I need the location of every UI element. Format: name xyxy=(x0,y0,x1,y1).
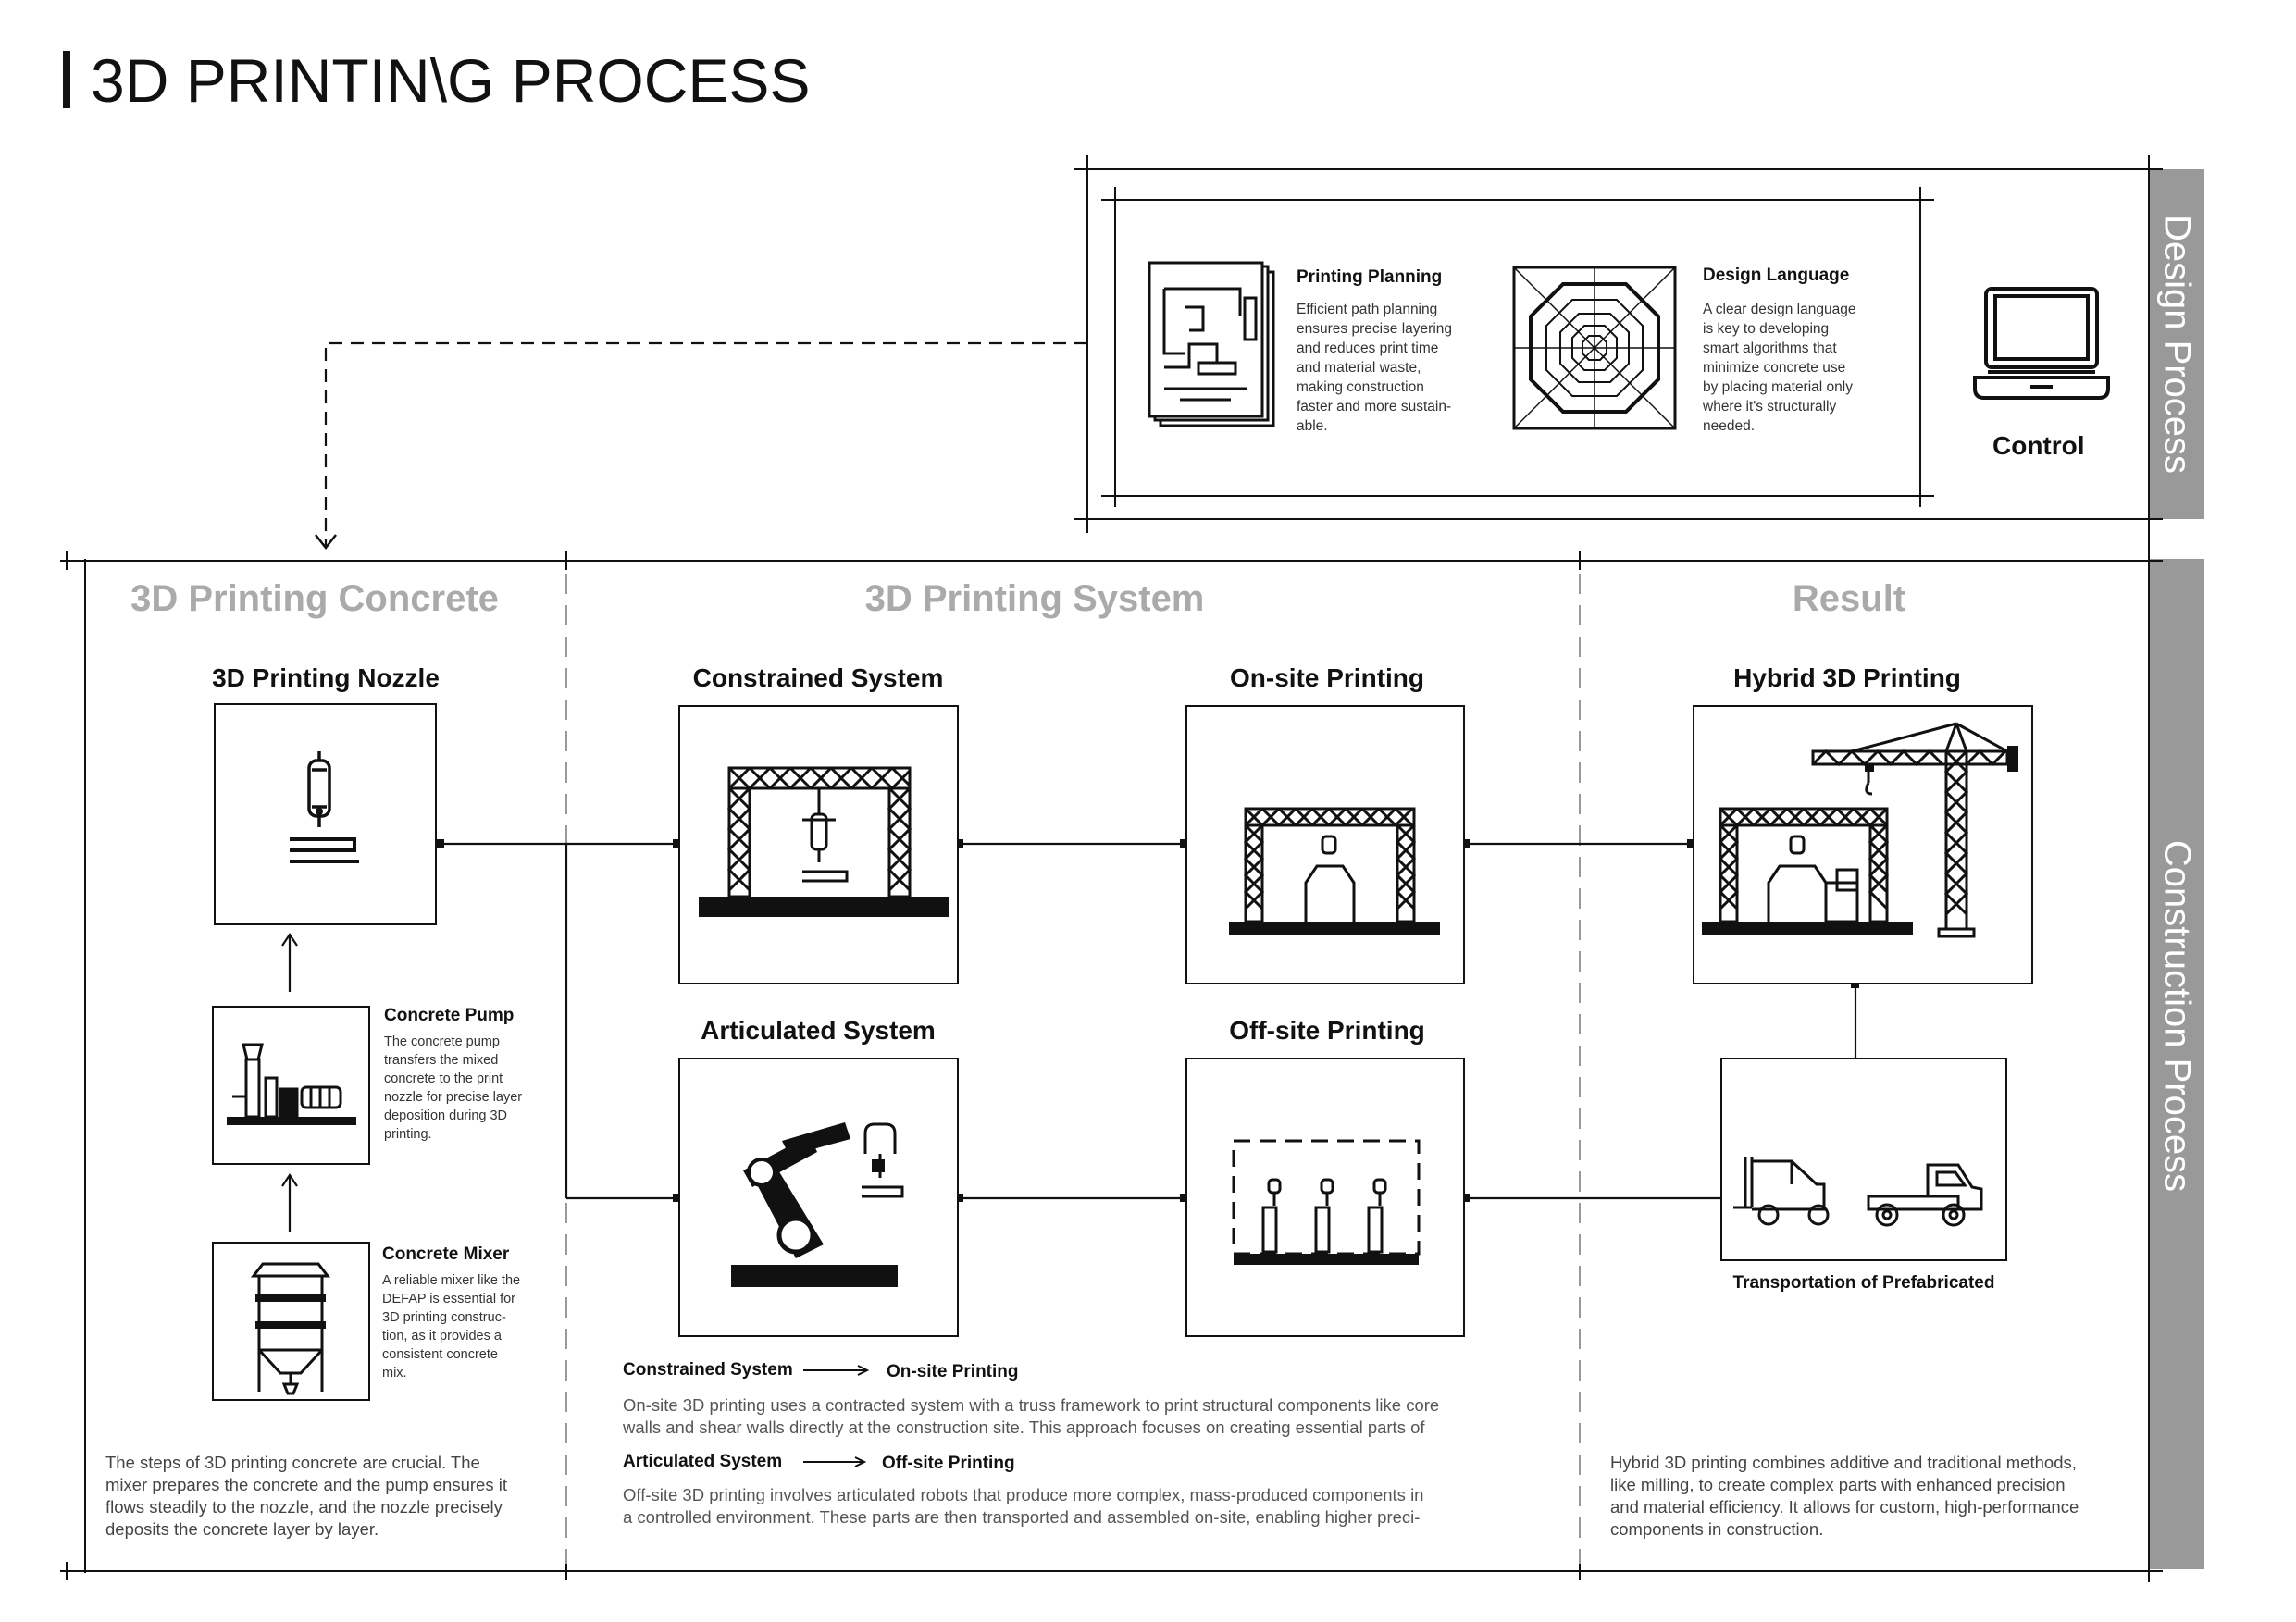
hybrid-printing-title: Hybrid 3D Printing xyxy=(1733,663,1961,692)
onsite-printing-card xyxy=(1185,705,1465,984)
title-accent-bar xyxy=(63,51,70,108)
nozzle-icon xyxy=(290,751,359,863)
robot-arm-icon xyxy=(731,1122,904,1287)
pump-card xyxy=(212,1006,370,1165)
design-process-sidebar xyxy=(2149,169,2204,519)
flow1-text: On-site 3D printing uses a contracted sy… xyxy=(623,1395,1440,1437)
section-title-system: 3D Printing System xyxy=(864,578,1205,619)
articulated-system-card xyxy=(678,1058,959,1337)
mixer-card xyxy=(212,1242,370,1401)
page-title: 3D PRINTIN\G PROCESS xyxy=(91,46,811,115)
pump-title: Concrete Pump xyxy=(384,1006,515,1025)
design-language-title: Design Language xyxy=(1703,266,1850,285)
control-label: Control xyxy=(1992,431,2085,460)
onsite-truss-printer-icon xyxy=(1229,807,1440,935)
onsite-printing-title: On-site Printing xyxy=(1230,663,1424,692)
design-language-icon xyxy=(1512,266,1677,430)
result-paragraph: Hybrid 3D printing combines additive and… xyxy=(1610,1453,2079,1539)
transport-label: Transportation of Prefabricated xyxy=(1732,1273,1995,1293)
laptop-icon xyxy=(1967,285,2116,405)
gantry-printer-icon xyxy=(699,766,949,917)
flow1-from: Constrained System xyxy=(623,1360,793,1380)
flow1-to: On-site Printing xyxy=(887,1362,1019,1381)
constrained-system-title: Constrained System xyxy=(692,663,944,692)
offsite-factory-icon xyxy=(1232,1139,1421,1265)
constrained-system-card xyxy=(678,705,959,984)
printing-planning-icon xyxy=(1148,261,1279,429)
concrete-pump-icon xyxy=(227,1043,356,1125)
transport-card xyxy=(1720,1058,2007,1261)
flow2-from: Articulated System xyxy=(623,1452,783,1471)
section-title-result: Result xyxy=(1792,578,1906,619)
articulated-system-title: Articulated System xyxy=(701,1016,936,1045)
section-title-concrete: 3D Printing Concrete xyxy=(130,578,499,619)
hybrid-crane-icon xyxy=(1702,722,2018,938)
construction-process-sidebar xyxy=(2149,559,2204,1569)
mixer-title: Concrete Mixer xyxy=(382,1244,510,1264)
nozzle-title: 3D Printing Nozzle xyxy=(212,663,440,692)
concrete-paragraph: The steps of 3D printing concrete are cr… xyxy=(105,1453,507,1539)
flow2-to: Off-site Printing xyxy=(882,1454,1015,1473)
transport-trucks-icon xyxy=(1733,1157,1983,1227)
hybrid-printing-card xyxy=(1693,705,2033,984)
printing-planning-title: Printing Planning xyxy=(1297,267,1443,287)
concrete-mixer-icon xyxy=(250,1262,331,1395)
offsite-printing-card xyxy=(1185,1058,1465,1337)
flow2-text: Off-site 3D printing involves articulate… xyxy=(623,1485,1424,1527)
offsite-printing-title: Off-site Printing xyxy=(1229,1016,1425,1045)
nozzle-card xyxy=(214,703,437,925)
